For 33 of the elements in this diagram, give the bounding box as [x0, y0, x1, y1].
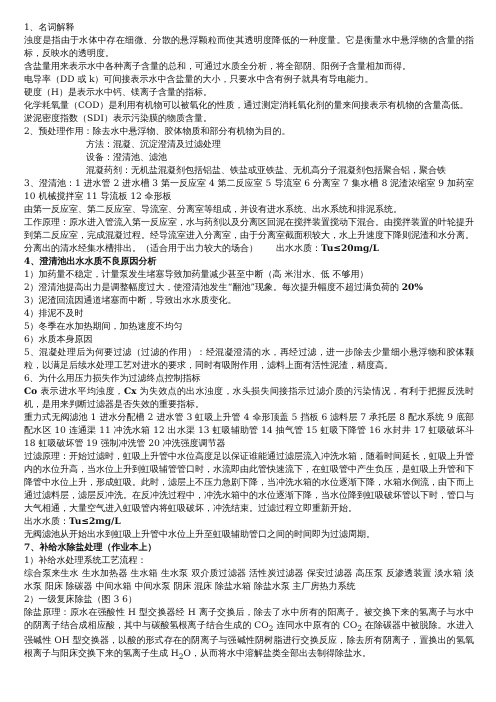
section-heading: 4、澄清池出水水质不良原因分析 — [24, 256, 158, 269]
section-heading: 6、为什么用压力损失作为过滤终点控制指标 — [24, 373, 202, 386]
text-paragraph: 过滤原理：开始过滤时，虹吸上升管中水位高度足以保证谁能通过滤层流入冲洗水箱，随着时间延长，虹吸上升管内的水位升高，当水位上升到虹吸辅管管口时，水流即由此管快速流下，在虹吸管中产生负压，是虹吸上升管和下降管中水位上升，形成虹吸。此时，滤层上不压力急剧下降，当冲洗水箱的水位逐渐下降，水箱水倒流，由下而上通过滤料层，滤层反冲洗。在反冲洗过程中，冲洗水箱中的水位逐渐下降，当水位降到虹吸破坏管以下时，管口与大气相通，大量空气进入虹吸管内将虹吸破坏，冲洗结束。过滤过程立即重新开始。 — [24, 451, 474, 516]
list-item: 1）补给水处理系统工艺流程： — [24, 555, 148, 568]
text-line: 方法：混凝、沉淀澄清及过滤处理 — [85, 139, 222, 152]
section-heading: 2、预处理作用：除去水中悬浮物、胶体物质和部分有机物为目的。 — [24, 126, 292, 139]
list-item: 2）澄清池提高出力是调整幅度过大，使澄清池发生“翻池”现象。每次提升幅度不超过满负荷的 20% — [24, 282, 424, 295]
section-heading: 1、名词解释 — [24, 22, 76, 35]
text-line: 混凝药剂：无机盐混凝剂包括铝盐、铁盐或亚铁盐、无机高分子混凝剂包括聚合铝，聚合铁 — [85, 165, 447, 178]
list-item: 4）排泥不及时 — [24, 308, 85, 321]
text-line: 设备：澄清池、滤池 — [85, 152, 168, 165]
text-paragraph: 工作原理：原水进入管流入第一反应室，水与药剂以及分离区回泥在搅拌装置搅动下混合。由搅拌装置的叶轮提升到第二反应室，完成混凝过程。经导流室进入分离室，由于分离室截面积较大，水上升速度下降则泥渣和水分离。分离出的清水经集水槽排出。（适合用于出力较大的场合） 出水水质：Tu≤20mg/L — [24, 217, 474, 256]
text-paragraph: 电导率（DD 或 k）可间接表示水中含盐量的大小，只要水中含有例子就具有导电能力。 — [24, 74, 375, 87]
text-paragraph: 淤泥密度指数（SDI）表示污染膜的物质含量。 — [24, 113, 213, 126]
list-item: 1）加药量不稳定，计量泵发生堵塞导致加药量减少甚至中断（高 米泔水、低 不够用） — [24, 269, 370, 282]
text-paragraph: 除盐原理：原水在强酸性 H 型交换器经 H 离子交换后，除去了水中所有的阳离子。被交换下来的氢离子与水中的阴离子结合成相应酸，其中与碳酸氢根离子结合生成的 CO$_{2}$ 连同水中原有的 CO$_{2}$ 在除碳器中被脱除。水进入强碱性 OH 型交换器，以酸的形式存在的阴离子与强碱性阴树脂进行交换反应，除去所有阴离子，置换出的氢氧根离子与阳床交换下来的氢离子生成 H$_{2}$O，从而将水中溶解盐类全部出去制得除盐水。 — [24, 607, 474, 663]
text-paragraph: 无阀滤池从开始出水到虹吸上升管中水位上升至虹吸辅助管口之间的时间即为过滤周期。 — [24, 529, 376, 542]
list-item: 5）冬季在水加热期间，加热速度不均匀 — [24, 321, 184, 334]
text-paragraph: 化学耗氧量（COD）是利用有机物可以被氧化的性质，通过测定消耗氧化剂的量来间接表示有机物的含量高低。 — [24, 100, 470, 113]
list-item: 3）泥渣回流因通道堵塞而中断，导致出水水质变化。 — [24, 295, 238, 308]
section-heading: 7、补给水除盐处理（作业本上） — [24, 542, 158, 555]
text-paragraph: 综合泵来生水 生水加热器 生水箱 生水泵 双介质过滤器 活性炭过滤器 保安过滤器 高压泵 反渗透装置 淡水箱 淡水泵 阳床 除碳器 中间水箱 中间水泵 阴床 混床 除盐水箱 除盐水泵 主厂房热力系统 — [24, 568, 474, 594]
text-paragraph: Co 表示进水平均浊度，Cx 为失效点的出水浊度，水头损失间接指示过滤介质的污染情况，有利于把握反洗时机，是用来判断过滤器是否失效的重要指标。 — [24, 386, 474, 412]
list-item: 2）一级复床除盐（图 3 6） — [24, 594, 138, 607]
text-paragraph: 出水水质：Tu≤2mg/L — [24, 516, 122, 529]
text-paragraph: 3、澄清池：1 进水管 2 进水槽 3 第一反应室 4 第二反应室 5 导流室 6 分离室 7 集水槽 8 泥渣浓缩室 9 加药室 10 机械搅拌室 11 导流板 12 伞形板 — [24, 178, 474, 204]
text-paragraph: 由第一反应室、第二反应室、导流室、分离室等组成，并设有进水系统、出水系统和排泥系统。 — [24, 204, 403, 217]
text-paragraph: 浊度是指由于水体中存在细微、分散的悬浮颗粒而使其透明度降低的一种度量。它是衡量水中悬浮物的含量的指标，反映水的透明度。 — [24, 35, 474, 61]
text-paragraph: 5、混凝处理后为何要过滤（过滤的作用）：经混凝澄清的水，再经过滤，进一步除去少量细小悬浮物和胶体颗粒，以满足后续水处理工艺对进水的要求，同时有吸附作用，滤料上面有活性泥渣，精度高。 — [24, 347, 474, 373]
text-paragraph: 含盐量用来表示水中各种离子含量的总和，可通过水质全分析，将全部阴、阳例子含量相加而得。 — [24, 61, 412, 74]
text-paragraph: 重力式无阀滤池 1 进水分配槽 2 进水管 3 虹吸上升管 4 伞形顶盖 5 挡板 6 滤料层 7 承托层 8 配水系统 9 底部配水区 10 连通渠 11 冲洗水箱 12 出水渠 13 虹吸辅助管 14 抽气管 15 虹吸下降管 16 水封井 17 虹吸破坏斗 18 虹吸破坏管 19 强制冲洗管 20 冲洗强度调节器 — [24, 412, 474, 451]
text-paragraph: 硬度（H）是表示水中钙、镁离子含量的指标。 — [24, 87, 213, 100]
list-item: 6）水质本身原因 — [24, 334, 94, 347]
